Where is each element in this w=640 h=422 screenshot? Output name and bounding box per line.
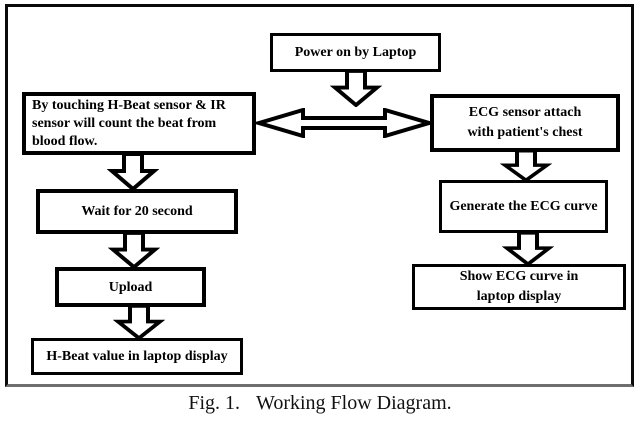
diagram-frame: Power on by Laptop By touching H-Beat se… (5, 4, 634, 387)
figure-caption-number: Fig. 1. (188, 392, 241, 414)
flow-node-label: H-Beat value in laptop display (46, 349, 228, 364)
flow-node-label: Generate the ECG curve (449, 199, 598, 214)
flow-node-generate-curve: Generate the ECG curve (439, 180, 608, 233)
down-arrow-icon (113, 305, 165, 340)
flow-node-upload: Upload (55, 267, 206, 307)
flow-node-ecg-attach: ECG sensor attach with patient's chest (430, 94, 620, 152)
double-headed-arrow-icon (256, 108, 432, 138)
flow-node-power-on: Power on by Laptop (270, 33, 441, 72)
down-arrow-icon (502, 232, 554, 266)
flow-node-label-line: laptop display (476, 289, 562, 304)
flow-node-label-line: with patient's chest (467, 125, 583, 140)
down-arrow-icon (107, 153, 159, 191)
flow-node-label: Wait for 20 second (81, 204, 193, 219)
flow-node-label-line: Show ECG curve in (459, 269, 579, 284)
flow-node-hbeat-value: H-Beat value in laptop display (31, 338, 243, 375)
flow-node-label-line: ECG sensor attach (468, 105, 582, 120)
flow-node-label: Upload (108, 279, 153, 295)
flow-node-label-line: blood flow. (32, 133, 98, 149)
down-arrow-icon (330, 70, 382, 107)
flow-node-label-line: sensor will count the beat from (32, 115, 217, 131)
down-arrow-icon (108, 232, 160, 269)
flow-node-label: Power on by Laptop (294, 45, 417, 60)
figure-caption: Fig. 1. Working Flow Diagram. (0, 392, 640, 415)
down-arrow-icon (500, 150, 552, 182)
flow-node-touch-sensor: By touching H-Beat sensor & IR sensor wi… (22, 92, 256, 155)
figure-caption-title: Working Flow Diagram. (256, 392, 452, 414)
flow-node-wait: Wait for 20 second (36, 189, 238, 234)
flow-node-label-line: By touching H-Beat sensor & IR (32, 97, 226, 113)
flow-node-show-curve: Show ECG curve in laptop display (412, 264, 626, 310)
